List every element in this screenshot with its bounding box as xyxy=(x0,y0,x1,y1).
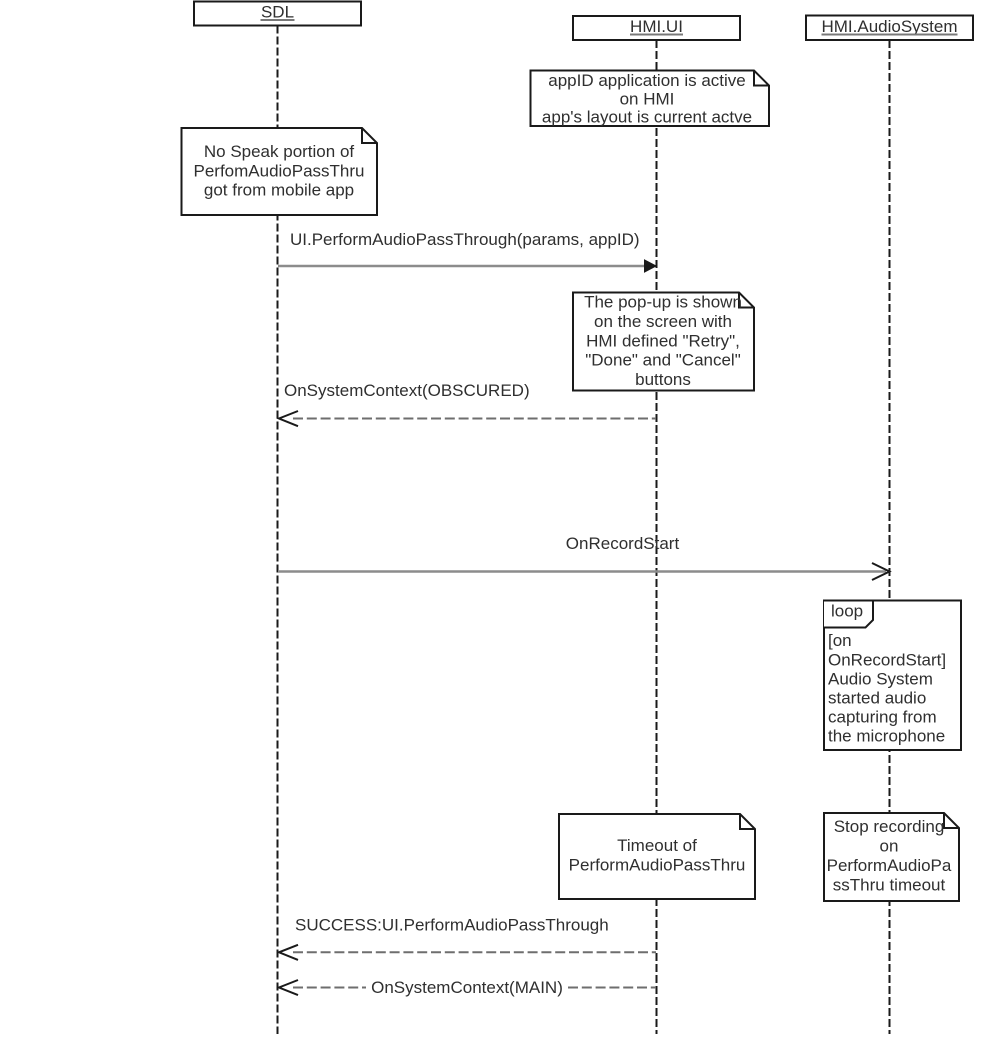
svg-text:PerfomAudioPassThru: PerfomAudioPassThru xyxy=(193,161,364,180)
svg-text:UI.PerformAudioPassThrough(par: UI.PerformAudioPassThrough(params, appID… xyxy=(290,230,640,249)
svg-text:HMI defined "Retry",: HMI defined "Retry", xyxy=(586,331,740,350)
svg-text:No Speak portion of: No Speak portion of xyxy=(204,142,355,161)
svg-text:on HMI: on HMI xyxy=(620,89,675,108)
svg-text:OnSystemContext(MAIN): OnSystemContext(MAIN) xyxy=(371,978,563,997)
svg-text:SUCCESS:UI.PerformAudioPassThr: SUCCESS:UI.PerformAudioPassThrough xyxy=(295,916,609,935)
svg-text:The pop-up is shown: The pop-up is shown xyxy=(584,293,742,312)
svg-text:PerformAudioPassThru: PerformAudioPassThru xyxy=(569,855,746,874)
svg-text:[on: [on xyxy=(828,631,852,650)
svg-text:on: on xyxy=(880,837,899,856)
svg-text:started audio: started audio xyxy=(828,689,926,708)
svg-text:appID application is active: appID application is active xyxy=(548,71,746,90)
svg-text:loop: loop xyxy=(831,602,863,621)
svg-text:buttons: buttons xyxy=(635,370,691,389)
svg-text:Timeout of: Timeout of xyxy=(617,836,697,855)
svg-text:SDL: SDL xyxy=(261,3,294,22)
svg-text:HMI.AudioSystem: HMI.AudioSystem xyxy=(821,17,957,36)
svg-text:ssThru timeout: ssThru timeout xyxy=(833,875,946,894)
svg-text:the microphone: the microphone xyxy=(828,727,945,746)
svg-text:got from mobile app: got from mobile app xyxy=(204,181,354,200)
svg-text:HMI.UI: HMI.UI xyxy=(630,17,683,36)
svg-text:app's layout is current actve: app's layout is current actve xyxy=(542,108,752,127)
svg-text:"Done" and "Cancel": "Done" and "Cancel" xyxy=(585,351,741,370)
svg-text:OnRecordStart]: OnRecordStart] xyxy=(828,650,946,669)
svg-text:on the screen with: on the screen with xyxy=(594,312,732,331)
svg-text:PerformAudioPa: PerformAudioPa xyxy=(827,856,952,875)
svg-text:Audio System: Audio System xyxy=(828,670,933,689)
svg-text:capturing from: capturing from xyxy=(828,708,937,727)
svg-text:Stop recording: Stop recording xyxy=(834,817,945,836)
svg-text:OnSystemContext(OBSCURED): OnSystemContext(OBSCURED) xyxy=(284,381,530,400)
svg-text:OnRecordStart: OnRecordStart xyxy=(566,534,680,553)
